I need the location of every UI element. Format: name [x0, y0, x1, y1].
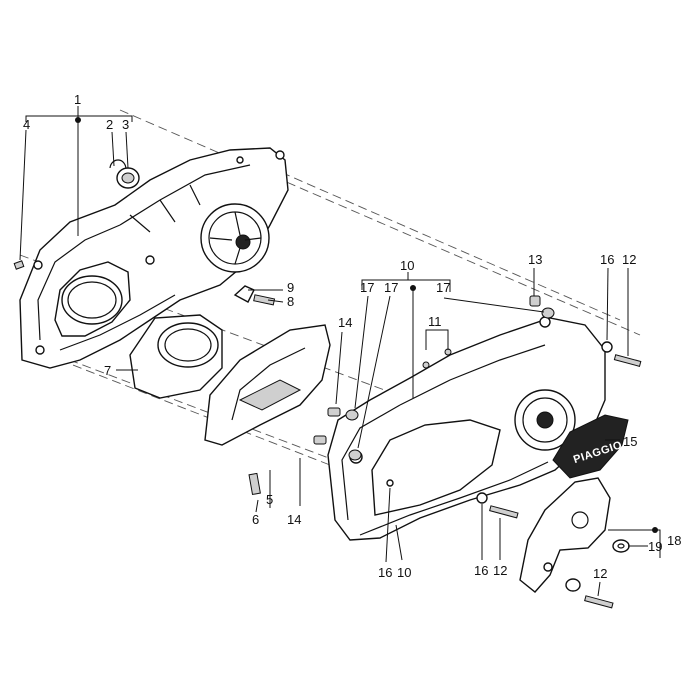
- dowel-14-lower[interactable]: [313, 435, 327, 445]
- callout-10-top: 10: [400, 258, 414, 273]
- callout-4: 4: [23, 117, 30, 132]
- grommet-17-c[interactable]: [541, 307, 555, 319]
- screw-4[interactable]: [13, 260, 25, 270]
- callout-7: 7: [104, 363, 111, 378]
- callout-17-c: 17: [436, 280, 450, 295]
- cover-plate[interactable]: [204, 324, 331, 446]
- bearing[interactable]: [116, 167, 140, 189]
- clip-9[interactable]: [233, 285, 255, 303]
- callout-17-a: 17: [360, 280, 374, 295]
- rubber-sleeve[interactable]: [129, 314, 223, 399]
- callout-14-right: 14: [338, 315, 352, 330]
- leader-lines: [19, 106, 661, 597]
- callout-16-top: 16: [600, 252, 614, 267]
- washer-16-bottom[interactable]: [565, 578, 581, 592]
- callout-1: 1: [74, 92, 81, 107]
- bracket-18[interactable]: [519, 477, 611, 593]
- grommet-17-b[interactable]: [348, 449, 362, 461]
- inner-transmission-cover[interactable]: [19, 147, 289, 369]
- callout-5: 5: [266, 492, 273, 507]
- bolt-8[interactable]: [253, 294, 276, 306]
- grommet-17-a[interactable]: [345, 409, 359, 421]
- outer-transmission-cover[interactable]: [327, 316, 606, 541]
- callout-12-top: 12: [622, 252, 636, 267]
- callout-9: 9: [287, 280, 294, 295]
- callout-11: 11: [428, 314, 442, 329]
- callout-12-bottom: 12: [593, 566, 607, 581]
- group-1-dot: [75, 117, 81, 123]
- callout-13: 13: [528, 252, 542, 267]
- callout-8: 8: [287, 294, 294, 309]
- callout-12-mid: 12: [493, 563, 507, 578]
- bolt-12-top[interactable]: [613, 354, 642, 367]
- callout-19: 19: [648, 539, 662, 554]
- screw-6[interactable]: [248, 472, 261, 496]
- callout-2: 2: [106, 117, 113, 132]
- nut-11-a[interactable]: [422, 361, 430, 369]
- bolt-12-mid[interactable]: [489, 505, 519, 519]
- group-18-dot: [652, 527, 658, 533]
- callout-labels: 1 2 3 4 5 6 7 8 9 10 10 11 12 12 12 13 1…: [23, 92, 681, 581]
- washer-19[interactable]: [612, 539, 630, 553]
- callout-18: 18: [667, 533, 681, 548]
- callout-14-bottom: 14: [287, 512, 301, 527]
- callout-15: 15: [623, 434, 637, 449]
- callout-17-b: 17: [384, 280, 398, 295]
- callout-3: 3: [122, 117, 129, 132]
- callout-10-bottom: 10: [397, 565, 411, 580]
- dowel-14-upper[interactable]: [327, 407, 341, 417]
- washer-16-top[interactable]: [601, 341, 613, 353]
- washer-16-mid[interactable]: [476, 492, 488, 504]
- fitting-13[interactable]: [529, 295, 541, 307]
- callout-16-mid: 16: [474, 563, 488, 578]
- bolt-12-bottom[interactable]: [584, 595, 614, 609]
- callout-16-left: 16: [378, 565, 392, 580]
- callout-6: 6: [252, 512, 259, 527]
- group-10-dot: [410, 285, 416, 291]
